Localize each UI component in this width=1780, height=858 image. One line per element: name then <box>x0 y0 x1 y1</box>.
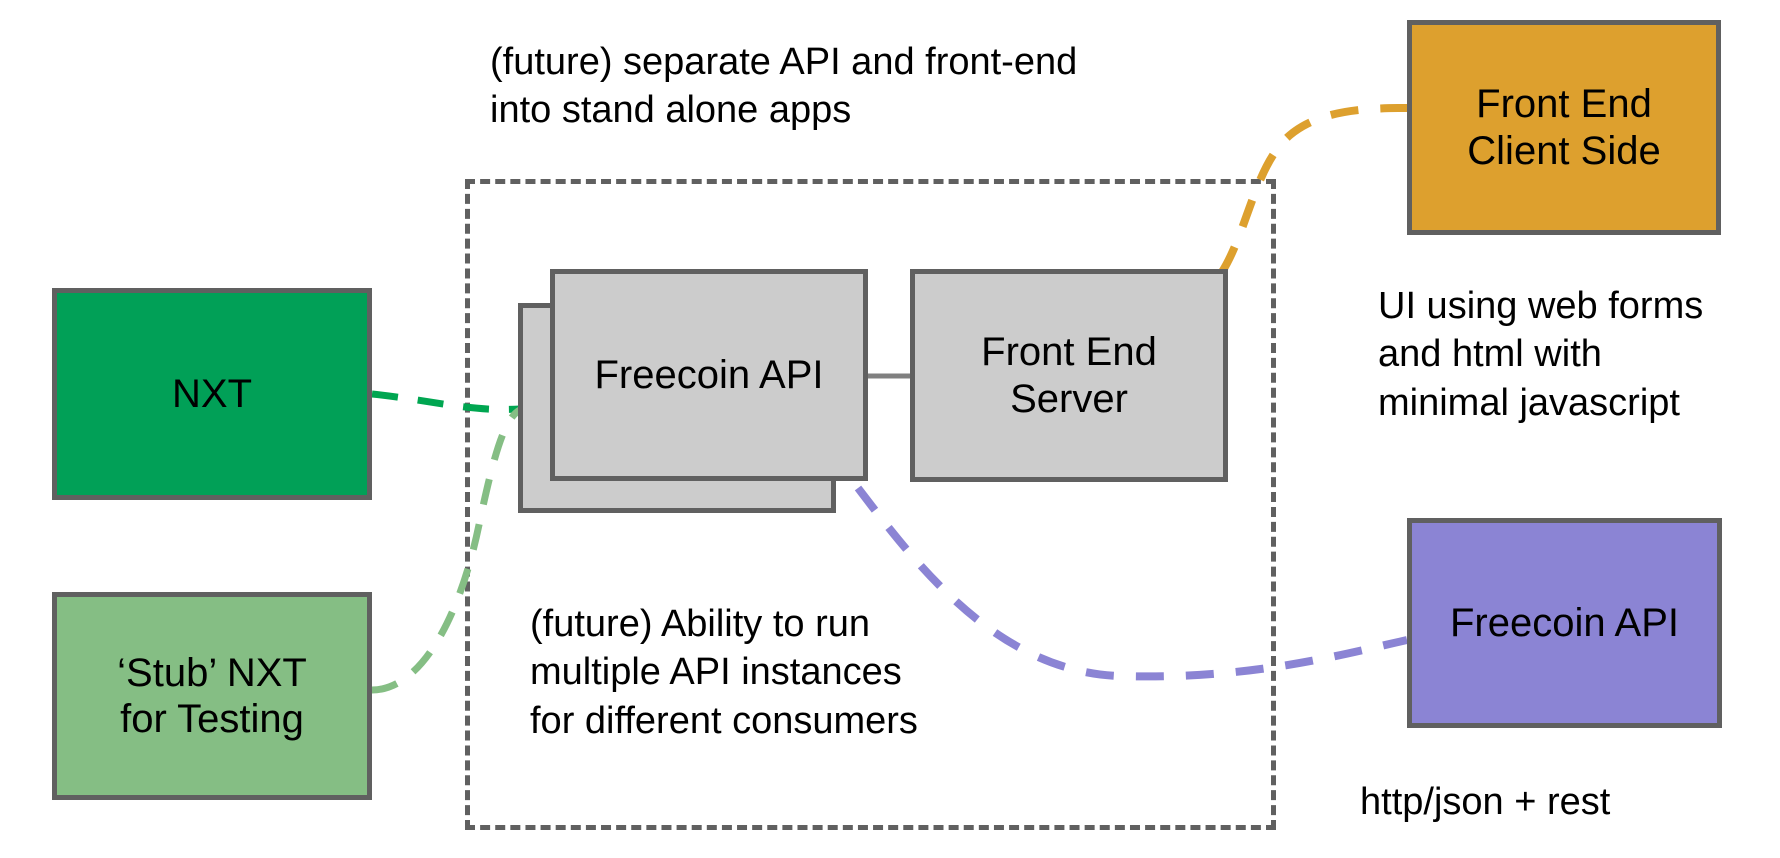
node-front-end-client-side[interactable]: Front End Client Side <box>1407 20 1721 235</box>
node-stub-nxt[interactable]: ‘Stub’ NXT for Testing <box>52 592 372 800</box>
node-front-end-server[interactable]: Front End Server <box>910 269 1228 482</box>
node-nxt[interactable]: NXT <box>52 288 372 500</box>
node-freecoin-api-consumer[interactable]: Freecoin API <box>1407 518 1722 728</box>
note-multiple-api-instances: (future) Ability to run multiple API ins… <box>530 603 918 742</box>
node-freecoin-api[interactable]: Freecoin API <box>550 269 868 481</box>
note-ui-web-forms: UI using web forms and html with minimal… <box>1378 285 1704 424</box>
note-separate-api-frontend: (future) separate API and front-end into… <box>490 41 1078 132</box>
note-http-json-rest: http/json + rest <box>1360 781 1611 823</box>
